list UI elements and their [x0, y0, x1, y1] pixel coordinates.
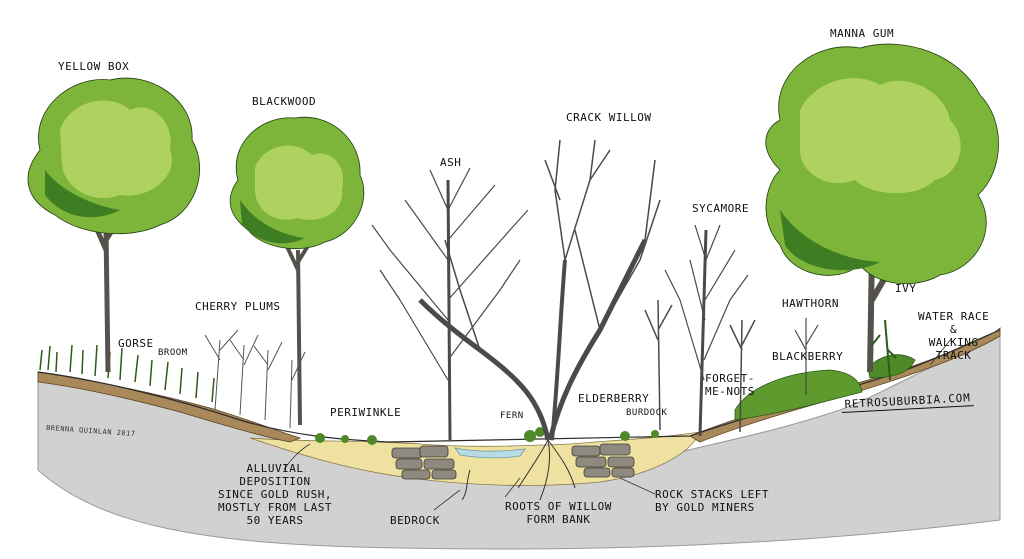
- label-elderberry: ELDERBERRY: [578, 392, 650, 405]
- label-roots-of-willow: ROOTS OF WILLOW FORM BANK: [505, 500, 612, 526]
- cherry-plum-thicket: [204, 329, 306, 429]
- label-yellow-box: YELLOW BOX: [58, 60, 130, 73]
- label-ash: ASH: [440, 156, 462, 169]
- yellow-box-tree: [27, 77, 201, 373]
- ground-plants: [315, 427, 659, 445]
- crack-willow-tree: [418, 139, 661, 441]
- blackwood-tree: [229, 116, 365, 426]
- label-rock-stacks: ROCK STACKS LEFT BY GOLD MINERS: [655, 488, 769, 514]
- label-manna-gum: MANNA GUM: [830, 27, 895, 40]
- rock-stacks: [391, 443, 635, 480]
- label-ivy: IVY: [895, 282, 917, 295]
- label-water-race: WATER RACE & WALKING TRACK: [918, 310, 990, 362]
- sycamore-tree: [644, 224, 756, 437]
- label-periwinkle: PERIWINKLE: [330, 406, 402, 419]
- creek-water: [454, 447, 526, 459]
- label-fern: FERN: [500, 411, 524, 421]
- label-alluvial-deposition: ALLUVIAL DEPOSITION SINCE GOLD RUSH, MOS…: [218, 462, 332, 527]
- label-leader-lines: [283, 337, 953, 511]
- label-blackberry: BLACKBERRY: [772, 350, 844, 363]
- label-gorse: GORSE: [118, 337, 154, 350]
- willow-roots: [461, 439, 576, 501]
- label-burdock: BURDOCK: [626, 408, 668, 418]
- hawthorn-tree: [794, 318, 819, 395]
- label-cherry-plums: CHERRY PLUMS: [195, 300, 281, 313]
- manna-gum-tree: [765, 43, 999, 381]
- label-crack-willow: CRACK WILLOW: [566, 111, 652, 124]
- ground-surface-line: [37, 329, 1001, 443]
- right-bank-greenery: [734, 354, 916, 421]
- label-blackwood: BLACKWOOD: [252, 95, 317, 108]
- label-broom: BROOM: [158, 348, 188, 358]
- label-forget-me-nots: FORGET- ME-NOTS: [705, 372, 755, 398]
- label-bedrock: BEDROCK: [390, 514, 440, 527]
- label-sycamore: SYCAMORE: [692, 202, 749, 215]
- ash-tree: [371, 167, 529, 441]
- label-hawthorn: HAWTHORN: [782, 297, 839, 310]
